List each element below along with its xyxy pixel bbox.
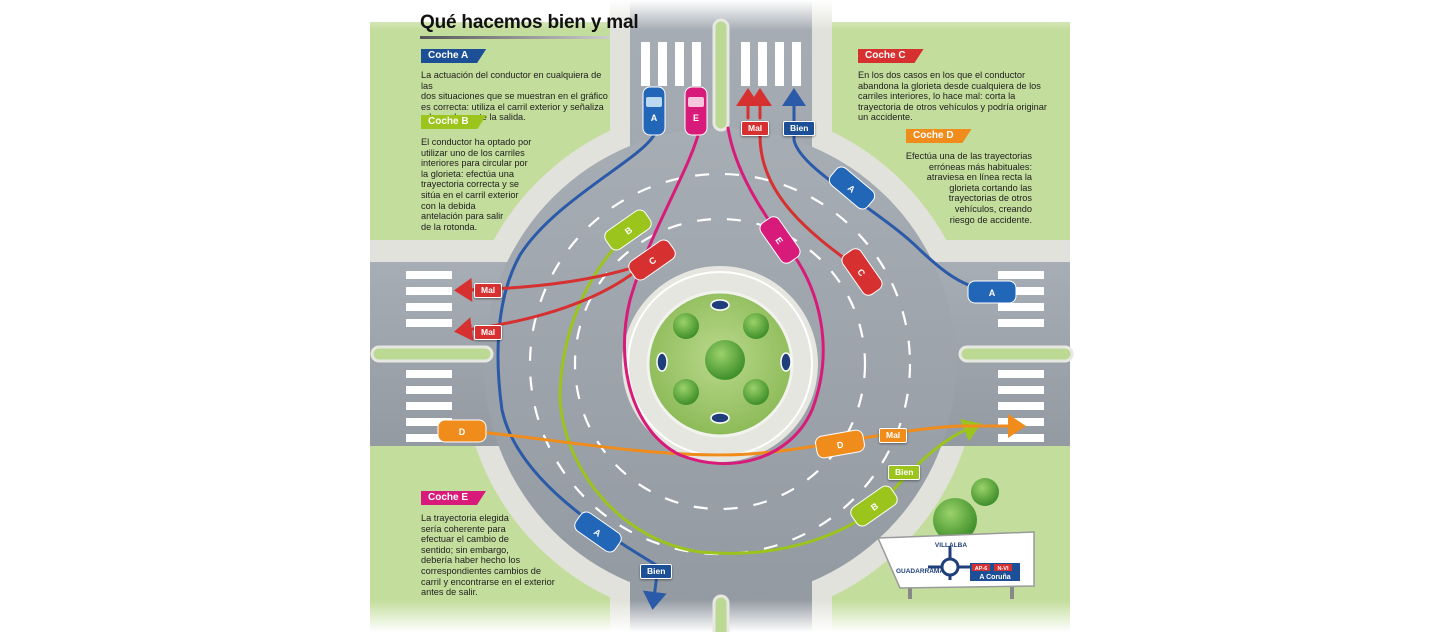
sign-badge-1: AP-6 (975, 566, 988, 572)
road-sign: VILLALBA GUADARRAMA AP-6 N-VI A Coruña (876, 531, 1035, 599)
car-label: B (869, 501, 880, 513)
car-label: A (989, 288, 996, 298)
text-coche-b: El conductor ha optado por utilizar uno … (421, 137, 532, 232)
car-label: A (846, 183, 858, 195)
sign-east: A Coruña (979, 574, 1010, 581)
car-a-southwest: A (574, 511, 622, 553)
car-c-west: C (628, 239, 676, 281)
sign-north: VILLALBA (935, 542, 967, 549)
label-bien-east: Bien (888, 465, 921, 480)
car-label: E (773, 235, 785, 246)
car-label: D (836, 439, 845, 450)
tag-coche-c: Coche C (858, 49, 924, 63)
crosswalk-north (641, 42, 801, 86)
car-b-southeast: B (850, 485, 898, 527)
text-coche-c: En los dos casos en los que el conductor… (858, 70, 1047, 123)
sign-west: GUADARRAMA (896, 568, 944, 575)
car-a-northeast: A (828, 166, 876, 210)
title-underline (420, 36, 610, 39)
car-label: E (693, 113, 699, 123)
car-c-east: C (841, 248, 883, 296)
car-label: A (592, 527, 603, 539)
trajectory-car-a-2 (792, 102, 998, 294)
car-a-east: A (967, 280, 1017, 304)
label-mal-north: Mal (741, 121, 770, 136)
label-mal-west-2: Mal (474, 325, 503, 340)
car-d-south: D (815, 429, 865, 459)
page-title: Qué hacemos bien y mal (420, 12, 639, 33)
medians (370, 18, 1074, 637)
sign-badge-2: N-VI (998, 566, 1009, 572)
text-coche-d: Efectúa una de las trayectorias erróneas… (905, 151, 1032, 225)
lane-markings (528, 172, 912, 556)
car-label: D (459, 427, 466, 437)
car-label: C (855, 267, 867, 278)
car-label: C (647, 255, 658, 267)
label-mal-east: Mal (879, 428, 908, 443)
car-a-north: A (642, 86, 666, 136)
tag-coche-a: Coche A (421, 49, 487, 63)
label-bien-north: Bien (783, 121, 816, 136)
car-e-inner: E (759, 216, 801, 264)
car-d-west: D (437, 419, 487, 443)
tag-coche-d: Coche D (906, 129, 972, 143)
trajectory-car-a-1 (496, 133, 667, 610)
car-b-northwest: B (604, 209, 652, 251)
label-bien-south: Bien (640, 564, 673, 579)
crosswalk-west (406, 271, 452, 442)
car-label: B (623, 225, 634, 237)
tag-coche-e: Coche E (421, 491, 487, 505)
roundabout-sign-icon (656, 299, 792, 424)
text-coche-e: La trayectoria elegida sería coherente p… (421, 513, 555, 598)
car-label: A (651, 113, 658, 123)
car-e-north: E (684, 86, 708, 136)
tree-icon (673, 313, 999, 542)
tag-coche-b: Coche B (421, 115, 487, 129)
label-mal-west-1: Mal (474, 283, 503, 298)
